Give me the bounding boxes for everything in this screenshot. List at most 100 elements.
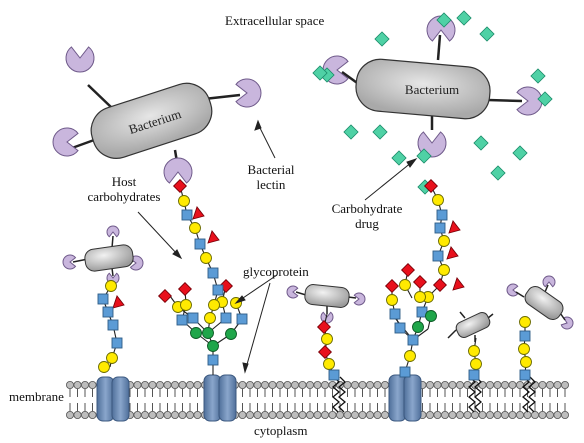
galactose-circle-icon xyxy=(432,194,444,206)
glcnac-square-icon xyxy=(97,293,109,305)
lipid-head xyxy=(148,410,157,419)
galactose-circle-icon xyxy=(98,361,110,373)
lipid-head xyxy=(448,380,457,389)
mannose-circle-icon xyxy=(190,327,202,339)
fucose-triangle-icon xyxy=(192,206,205,220)
lipid-head xyxy=(140,380,149,389)
lipid-head xyxy=(133,380,142,389)
cytoplasm-label: cytoplasm xyxy=(254,423,308,438)
galactose-circle-icon xyxy=(189,222,201,234)
lipid-head xyxy=(470,410,479,419)
lipid-head xyxy=(320,410,329,419)
drug-icon xyxy=(456,10,472,26)
lipid-head xyxy=(343,410,352,419)
lipid-head xyxy=(170,410,179,419)
host-carbohydrates-label: Host carbohydrates xyxy=(78,174,170,204)
lipid-head xyxy=(88,380,97,389)
lipid-head xyxy=(500,410,509,419)
lipid-head xyxy=(553,410,562,419)
lipid-head xyxy=(283,380,292,389)
lipid-head xyxy=(433,410,442,419)
galactose-circle-icon xyxy=(204,312,216,324)
lectin-icon xyxy=(106,225,120,238)
bacterial-lectin-line1: Bacterial xyxy=(247,162,295,177)
mannose-circle-icon xyxy=(412,321,424,333)
lipid-head xyxy=(260,410,269,419)
sialic-diamond-icon xyxy=(384,278,400,294)
lipid-head xyxy=(268,410,277,419)
host-carbohydrates-line2: carbohydrates xyxy=(87,189,161,204)
lipid-head xyxy=(358,410,367,419)
lectin-icon xyxy=(235,78,262,108)
annotation-arrows xyxy=(137,119,418,374)
glcnac-square-icon xyxy=(207,267,219,279)
lipid-head xyxy=(290,410,299,419)
glcnac-square-icon xyxy=(176,314,188,326)
lipid-head xyxy=(516,380,525,389)
small-bacterium-3 xyxy=(447,311,494,342)
lipid-head xyxy=(155,410,164,419)
membrane-label: membrane xyxy=(9,389,64,404)
drug-icon xyxy=(436,12,452,28)
lipid-head xyxy=(440,380,449,389)
lectin-icon xyxy=(286,285,299,299)
lipid-head xyxy=(425,380,434,389)
lipid-head xyxy=(531,410,540,419)
galactose-circle-icon xyxy=(105,280,117,292)
lipid-head xyxy=(298,410,307,419)
glycan-chains xyxy=(97,178,532,381)
lipid-head xyxy=(561,380,570,389)
small-bacterium-4 xyxy=(515,284,566,321)
bacterial-lectin-line2: lectin xyxy=(256,177,286,192)
lipid-head xyxy=(433,380,442,389)
lipid-head xyxy=(350,410,359,419)
lipid-head xyxy=(193,410,202,419)
lipid-head xyxy=(350,380,359,389)
lipid-head xyxy=(523,410,532,419)
sialic-diamond-icon xyxy=(412,274,428,290)
host-carbohydrates-line1: Host xyxy=(111,174,137,189)
galactose-circle-icon xyxy=(438,264,450,276)
lectin-icon xyxy=(62,254,77,270)
carbohydrate-drug-line1: Carbohydrate xyxy=(331,201,403,216)
lipid-head xyxy=(290,380,299,389)
lipid-head xyxy=(170,380,179,389)
lipid-head xyxy=(245,380,254,389)
fucose-triangle-icon xyxy=(452,277,465,291)
lectin-icon xyxy=(560,316,574,330)
drug-icon xyxy=(512,145,528,161)
galactose-circle-icon xyxy=(520,356,532,368)
galactose-circle-icon xyxy=(438,235,450,247)
membrane-protein-1 xyxy=(96,376,130,422)
lipid-head xyxy=(516,410,525,419)
lectin-icon xyxy=(52,127,79,157)
galactose-circle-icon xyxy=(518,343,530,355)
galactose-circle-icon xyxy=(321,333,333,345)
sialic-diamond-icon xyxy=(316,319,332,335)
lipid-head xyxy=(553,380,562,389)
glcnac-square-icon xyxy=(181,209,193,221)
glcnac-square-icon xyxy=(212,284,224,296)
lipid-head xyxy=(163,380,172,389)
lipid-head xyxy=(313,410,322,419)
galactose-circle-icon xyxy=(468,345,480,357)
lipid-head xyxy=(66,380,75,389)
glcnac-square-icon xyxy=(394,322,406,334)
glcnac-square-icon xyxy=(107,319,119,331)
lipid-head xyxy=(448,410,457,419)
lipid-head xyxy=(380,410,389,419)
glcnac-square-icon xyxy=(436,209,448,221)
bacterium-left: Bacterium xyxy=(71,82,241,169)
lipid-head xyxy=(140,410,149,419)
galactose-circle-icon xyxy=(180,299,192,311)
glcnac-square-icon xyxy=(432,250,444,262)
lipid-head xyxy=(73,380,82,389)
drug-icon xyxy=(343,124,359,140)
lipid-head xyxy=(193,380,202,389)
lipid-head xyxy=(148,380,157,389)
glcnac-square-icon xyxy=(220,312,232,324)
mannose-circle-icon xyxy=(425,310,437,322)
drug-icon xyxy=(372,124,388,140)
lipid-head xyxy=(546,410,555,419)
lipid-head xyxy=(440,410,449,419)
